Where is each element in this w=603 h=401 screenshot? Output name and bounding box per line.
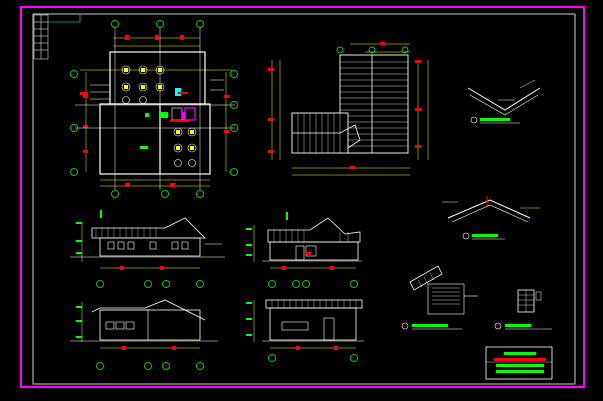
eave-detail[interactable]	[401, 265, 478, 330]
title-block[interactable]	[485, 346, 553, 380]
revision-table	[33, 14, 49, 60]
floor-plan[interactable]	[70, 20, 238, 198]
east-elevation[interactable]	[246, 212, 362, 288]
roof-detail-2[interactable]	[442, 196, 540, 240]
window-detail[interactable]	[494, 289, 552, 330]
roof-detail-1[interactable]	[467, 79, 541, 124]
revision-leader	[48, 15, 81, 23]
north-elevation[interactable]	[70, 299, 218, 370]
west-elevation[interactable]	[246, 299, 364, 362]
outer-sheet-frame	[20, 6, 585, 388]
inner-sheet-frame	[32, 13, 576, 385]
south-elevation[interactable]	[70, 210, 225, 288]
roof-plan[interactable]	[268, 42, 429, 176]
